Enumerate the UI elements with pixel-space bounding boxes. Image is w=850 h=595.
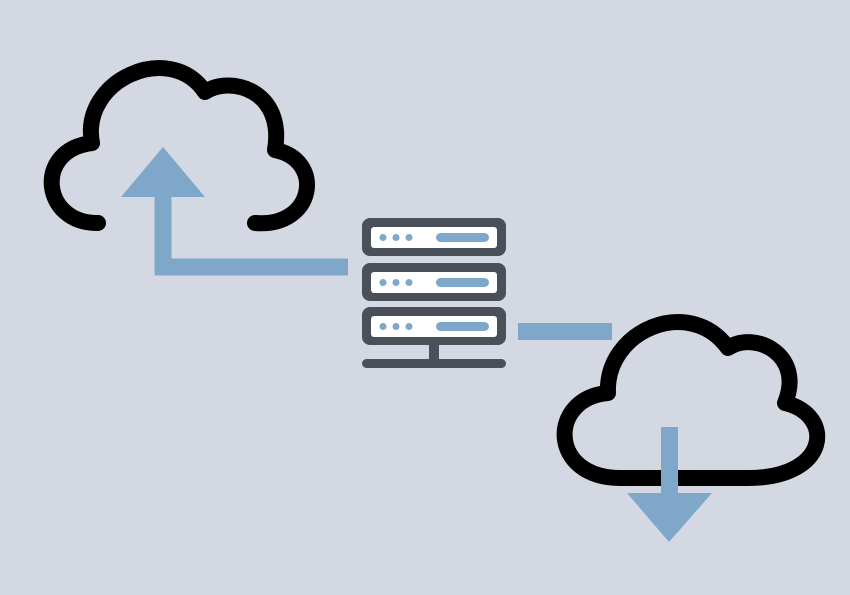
upload-connector-line [154, 195, 348, 276]
server-led [405, 234, 413, 241]
server-led [392, 234, 400, 241]
server-drive-slot [436, 233, 489, 242]
server-led [405, 279, 413, 286]
upload-arrow-head [121, 147, 205, 197]
server-unit-1 [362, 218, 506, 256]
cloud-download-icon [518, 314, 826, 542]
server-led [392, 279, 400, 286]
server-rack-icon [362, 218, 506, 368]
server-unit-3 [362, 307, 506, 345]
server-drive-slot [436, 278, 489, 287]
download-arrow-shaft [661, 427, 678, 497]
download-cloud-outline [556, 314, 826, 487]
server-led [379, 279, 387, 286]
server-stand-post [429, 345, 439, 359]
cloud-upload-icon [43, 60, 348, 276]
server-led [379, 234, 387, 241]
server-unit-2 [362, 263, 506, 301]
server-led [405, 323, 413, 330]
server-drive-slot [436, 322, 489, 331]
download-arrow-head [627, 493, 712, 542]
upload-cloud-outline [43, 60, 315, 232]
server-stand-base [362, 359, 506, 368]
server-led [392, 323, 400, 330]
server-led [379, 323, 387, 330]
download-connector-line [518, 323, 612, 340]
